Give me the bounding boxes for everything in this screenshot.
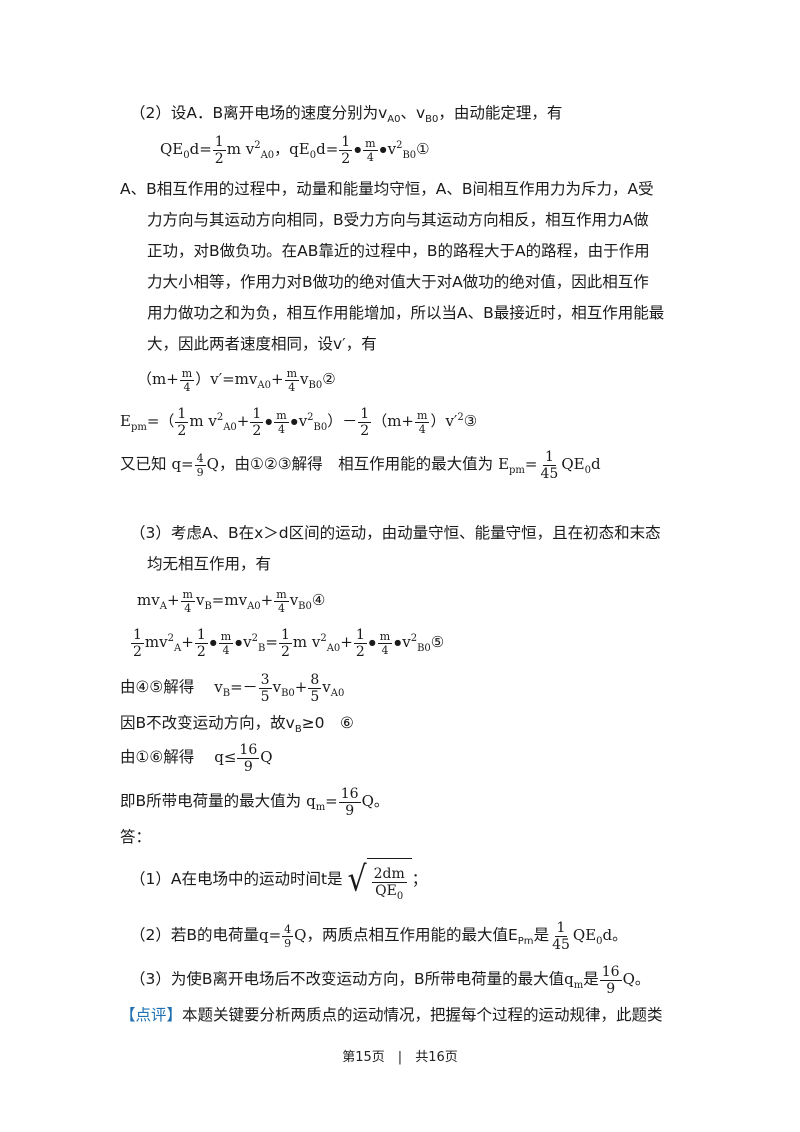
analysis-line-4: 力大小相等，作用力对B做功的绝对值大于对A做功的绝对值，因此相互作 <box>147 273 649 291</box>
analysis-line-6: 大，因此两者速度相同，设v′，有 <box>147 335 377 353</box>
analysis-line-1: A、B相互作用的过程中，动量和能量均守恒，A、B间相互作用力为斥力，A受 <box>120 180 654 198</box>
part2-intro: （2）设A．B离开电场的速度分别为vA0、vB0，由动能定理，有 <box>130 104 563 126</box>
analysis-line-5: 用力做功之和为负，相互作用能增加，所以当A、B最接近时，相互作用能最 <box>147 304 665 322</box>
part3-line-1: （3）考虑A、B在x＞d区间的运动，由动量守恒、能量守恒，且在初态和末态 <box>130 524 661 542</box>
comment-line: 【点评】本题关键要分析两质点的运动情况，把握每个过程的运动规律，此题类 <box>120 1006 663 1024</box>
analysis-line-3: 正功，对B做负功。在AB靠近的过程中，B的路程大于A的路程，由于作用 <box>147 242 650 260</box>
part3-line-2: 均无相互作用，有 <box>147 555 272 573</box>
direction-line: 因B不改变运动方向，故vB≥0 ⑥ <box>120 714 354 736</box>
answer-label: 答： <box>120 828 152 846</box>
comment-tag: 【点评】 <box>120 1006 183 1024</box>
page-footer: 第15页 | 共16页 <box>342 1050 458 1065</box>
analysis-line-2: 力方向与其运动方向相同，B受力方向与其运动方向相反，相互作用力A做 <box>147 211 649 229</box>
